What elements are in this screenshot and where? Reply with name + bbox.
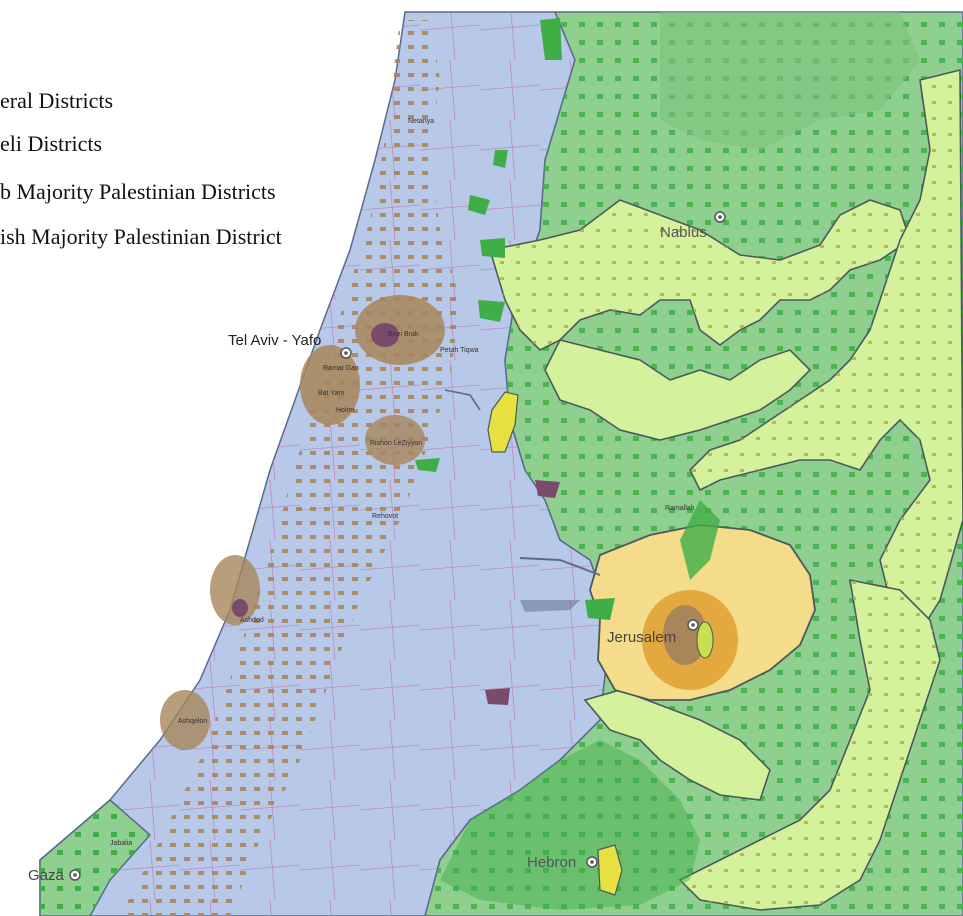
- arab-majority-district-southwest: [583, 689, 771, 801]
- town-label-ashkelon: Ashqelon: [178, 718, 207, 725]
- city-label-gaza: Gaza: [28, 867, 65, 884]
- coastal-urban-area: [120, 20, 460, 916]
- legend-item-arab-majority: b Majority Palestinian Districts: [0, 179, 276, 204]
- city-marker-gaza: [69, 869, 81, 881]
- legend-item-federal: eral Districts: [0, 88, 114, 113]
- city-label-jerusalem: Jerusalem: [607, 629, 676, 646]
- city-marker-jerusalem: [687, 619, 699, 631]
- town-label-netanya: Netanya: [408, 118, 434, 125]
- town-label-jabalia: Jabalia: [110, 840, 132, 847]
- legend-item-israeli: eli Districts: [0, 131, 103, 156]
- city-label-hebron: Hebron: [527, 854, 576, 871]
- legend-item-jewish-majority: ish Majority Palestinian District: [0, 224, 282, 249]
- town-label-ramallah: Ramallah: [665, 505, 695, 512]
- town-label-rishon: Rishon LeZiyyon: [370, 440, 422, 447]
- city-label-nablus: Nablus: [660, 224, 707, 241]
- legend: eral Districts eli Districts b Majority …: [0, 78, 360, 268]
- town-label-petah-tikva: Petah Tiqwa: [440, 347, 479, 354]
- city-marker-nablus: [714, 211, 726, 223]
- town-label-rehovot: Rehovot: [372, 513, 398, 520]
- lake-shape: [487, 391, 519, 453]
- city-marker-tel-aviv: [340, 347, 352, 359]
- town-label-bnei-brak: Bnei Brak: [388, 331, 419, 338]
- town-label-ramat-gan: Ramat Gan: [323, 365, 359, 372]
- city-marker-hebron: [586, 856, 598, 868]
- city-label-tel-aviv: Tel Aviv - Yafo: [228, 332, 321, 349]
- town-label-bat-yam: Bat Yam: [318, 390, 344, 397]
- town-label-holon: Holon: [336, 407, 354, 414]
- town-label-ashdod: Ashdod: [240, 617, 264, 624]
- arab-majority-district-middle: [544, 339, 812, 441]
